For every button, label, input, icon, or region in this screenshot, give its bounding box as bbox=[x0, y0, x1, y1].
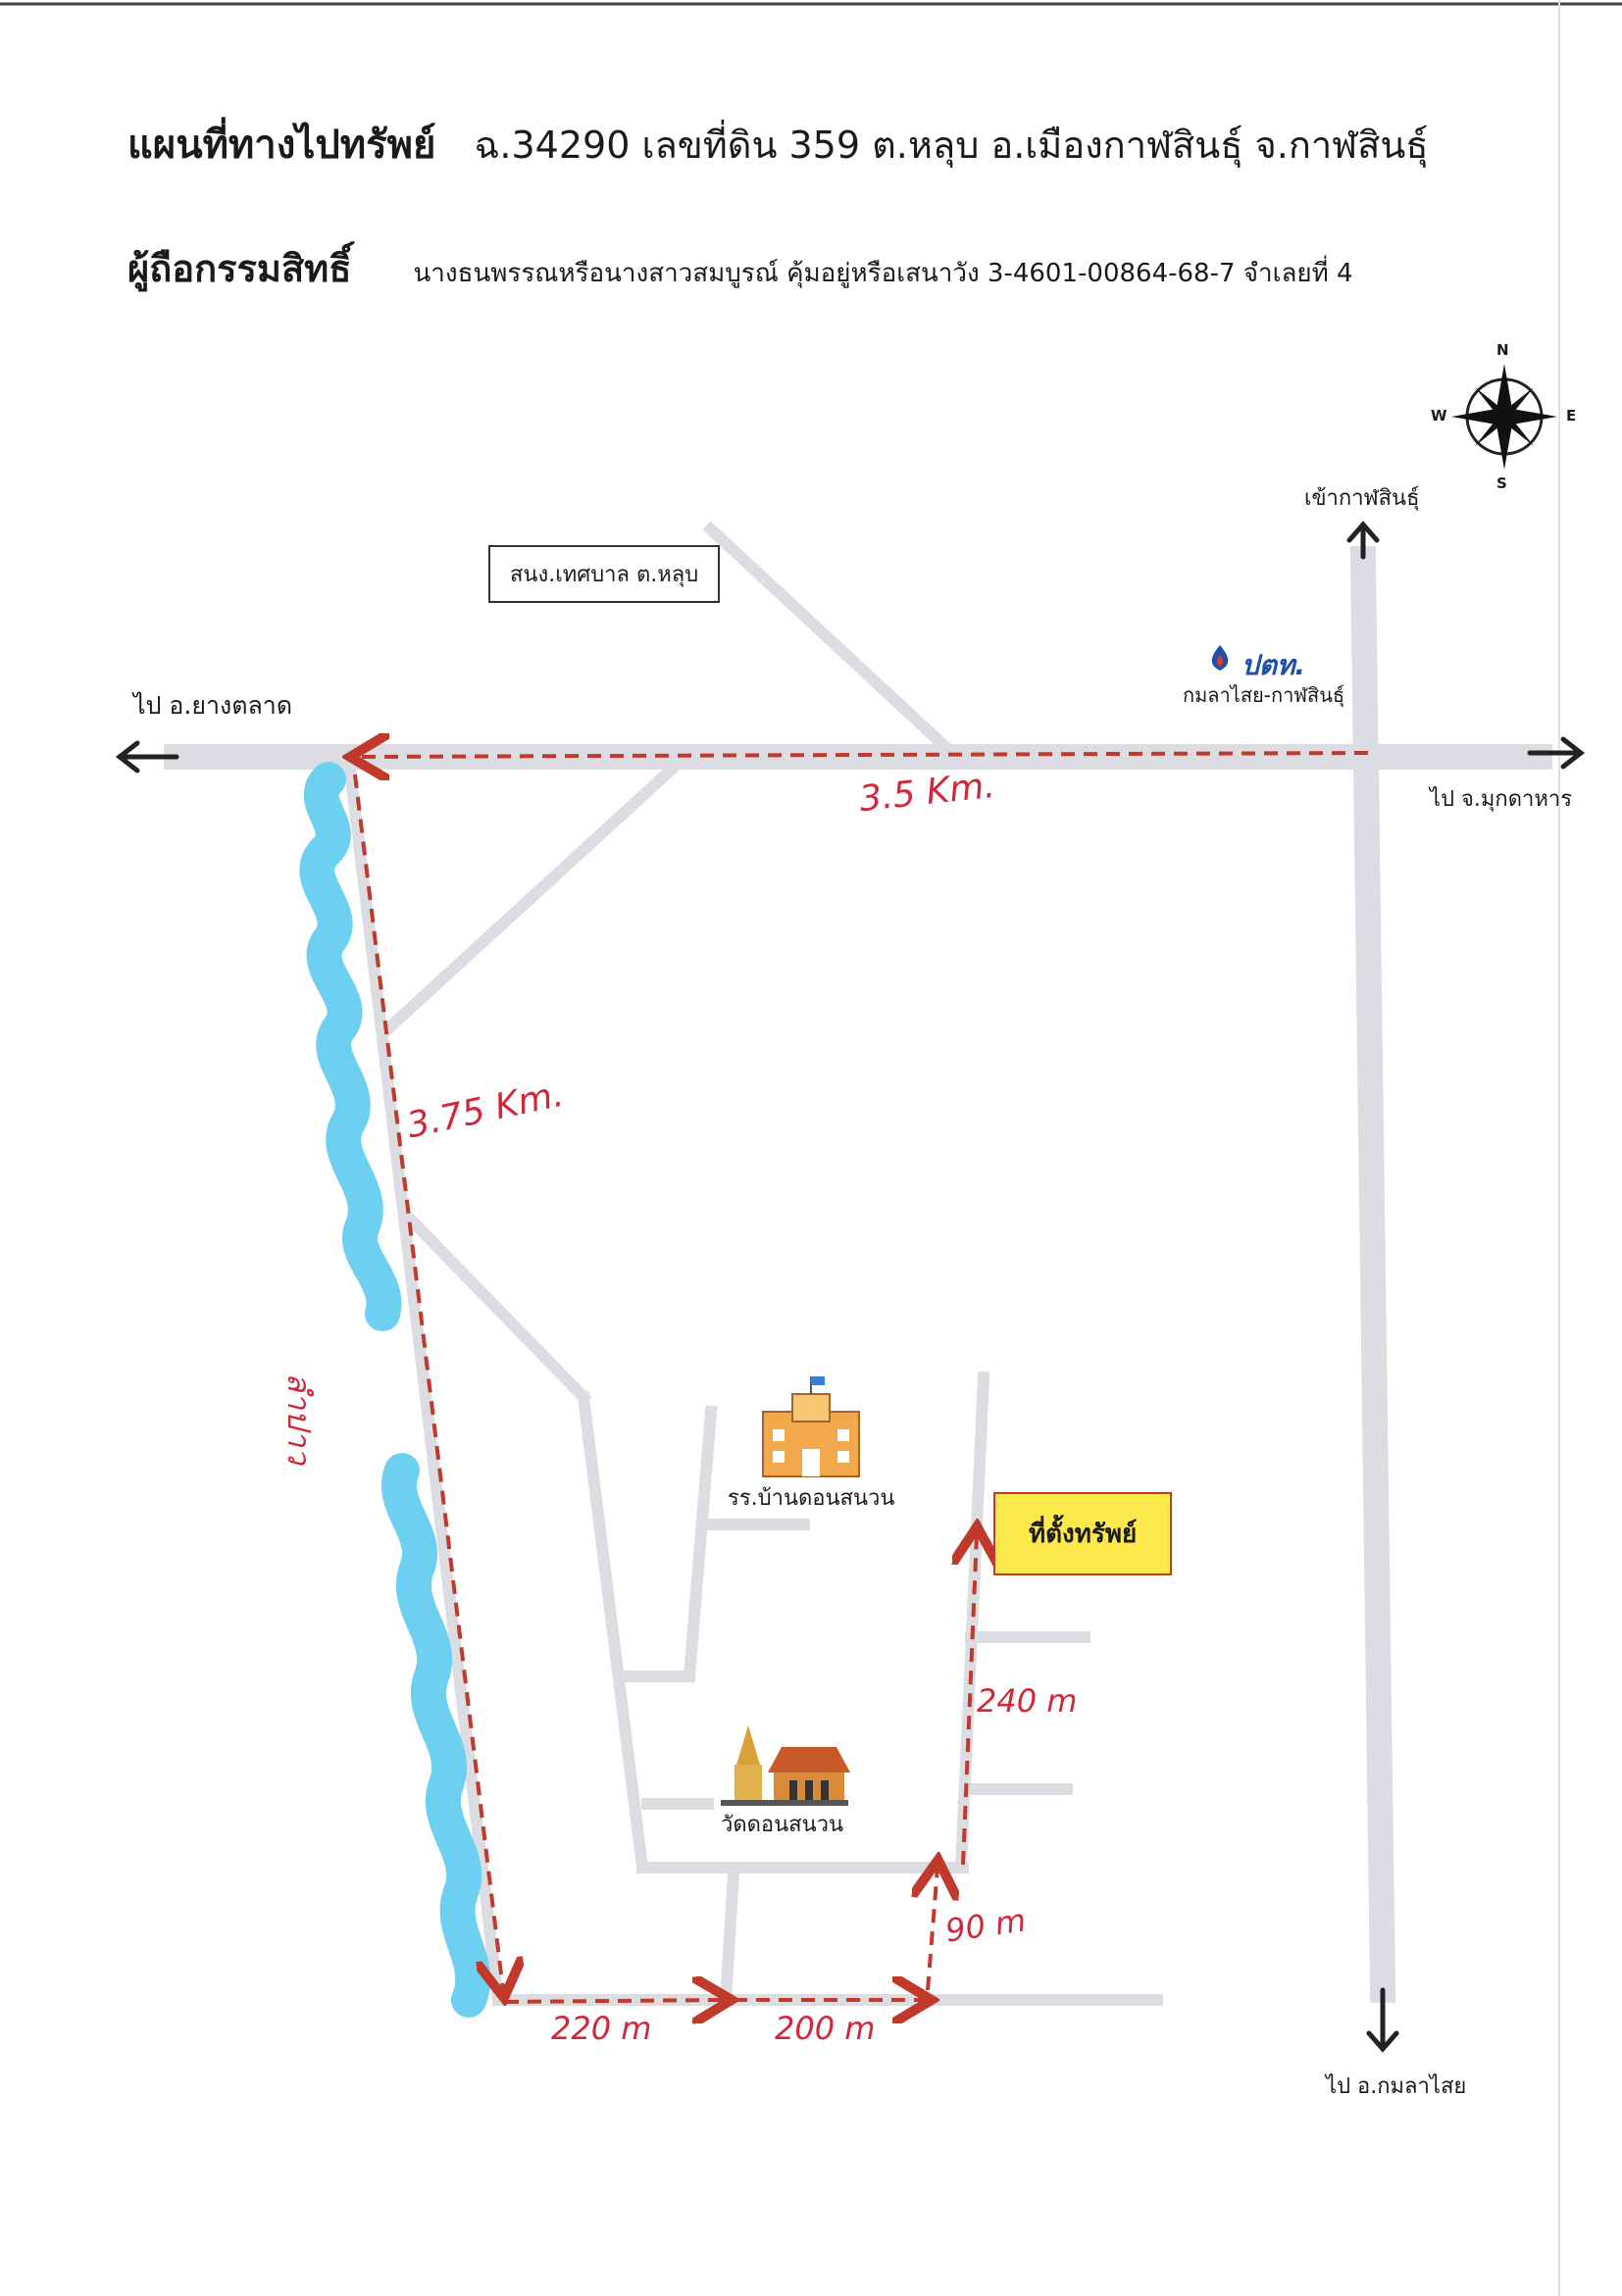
road-diagonal-north bbox=[702, 521, 965, 766]
label-to-mukdahan: ไป จ.มุกดาหาร bbox=[1430, 787, 1573, 812]
road-school-vertical bbox=[683, 1405, 718, 1683]
label-to-kalasin: เข้ากาฬสินธุ์ bbox=[1304, 486, 1420, 511]
compass-west: W bbox=[1431, 407, 1447, 424]
arrow-north-icon bbox=[1346, 521, 1380, 560]
page-title: แผนที่ทางไปทรัพย์ ฉ.34290 เลขที่ดิน 359 … bbox=[127, 113, 1429, 175]
road-diagonal-west bbox=[379, 756, 685, 1038]
distance-segment-200: 200 m bbox=[775, 2010, 876, 2047]
owner-line: ผู้ถือกรรมสิทธิ์ นางธนพรรณหรือนางสาวสมบู… bbox=[127, 238, 1353, 298]
title-bold: แผนที่ทางไปทรัพย์ bbox=[127, 123, 436, 168]
route-seg-220 bbox=[504, 2000, 724, 2002]
temple-label: วัดดอนสนวน bbox=[721, 1813, 844, 1837]
owner-label: ผู้ถือกรรมสิทธิ์ bbox=[127, 247, 352, 290]
label-to-yangtalat: ไป อ.ยางตลาด bbox=[133, 691, 293, 720]
canal bbox=[299, 762, 491, 2018]
road-branch-1 bbox=[398, 1207, 592, 1406]
canal-upper bbox=[299, 762, 402, 1331]
route-seg-90 bbox=[928, 1868, 938, 1991]
municipal-office-box: สนง.เทศบาล ต.หลุบ bbox=[488, 545, 721, 603]
road-canal-side bbox=[343, 763, 505, 2007]
distance-segment-220: 220 m bbox=[551, 2010, 652, 2047]
road-north-south-highway bbox=[1349, 545, 1396, 2004]
temple-icon bbox=[721, 1725, 850, 1806]
compass-south: S bbox=[1496, 474, 1507, 492]
school-building-icon bbox=[762, 1376, 860, 1477]
canal-name-label: ลำปาว bbox=[280, 1373, 318, 1465]
road-lower-connector bbox=[719, 1866, 740, 2007]
arrow-south-icon bbox=[1366, 1987, 1399, 2053]
school-label: รร.บ้านดอนสนวน bbox=[728, 1486, 895, 1511]
direction-arrows bbox=[115, 521, 1586, 2053]
distance-segment-240: 240 m bbox=[977, 1682, 1078, 1720]
title-detail: ฉ.34290 เลขที่ดิน 359 ต.หลุบ อ.เมืองกาฬส… bbox=[474, 124, 1429, 167]
canal-lower bbox=[380, 1453, 491, 2018]
ptt-logo-icon bbox=[1211, 645, 1229, 671]
compass-north: N bbox=[1496, 341, 1509, 359]
roads bbox=[164, 521, 1552, 2007]
property-location-box: ที่ตั้งทรัพย์ bbox=[993, 1492, 1173, 1575]
label-to-kamalasai: ไป อ.กมลาไสย bbox=[1326, 2074, 1467, 2099]
ptt-brand: ปตท. bbox=[1242, 649, 1306, 681]
route bbox=[353, 753, 1369, 2002]
compass-rose-icon bbox=[1451, 364, 1557, 470]
arrow-west-icon bbox=[115, 740, 179, 774]
road-branch-2 bbox=[577, 1390, 649, 1874]
compass-east: E bbox=[1566, 407, 1577, 424]
owner-detail: นางธนพรรณหรือนางสาวสมบูรณ์ คุ้มอยู่หรือเ… bbox=[413, 259, 1353, 288]
route-canal-road bbox=[353, 774, 503, 1990]
route-seg-240 bbox=[963, 1534, 977, 1866]
arrow-east-icon bbox=[1527, 736, 1586, 770]
route-main-road bbox=[358, 753, 1369, 757]
ptt-station-label: กมลาไสย-กาฬสินธุ์ bbox=[1183, 683, 1345, 707]
